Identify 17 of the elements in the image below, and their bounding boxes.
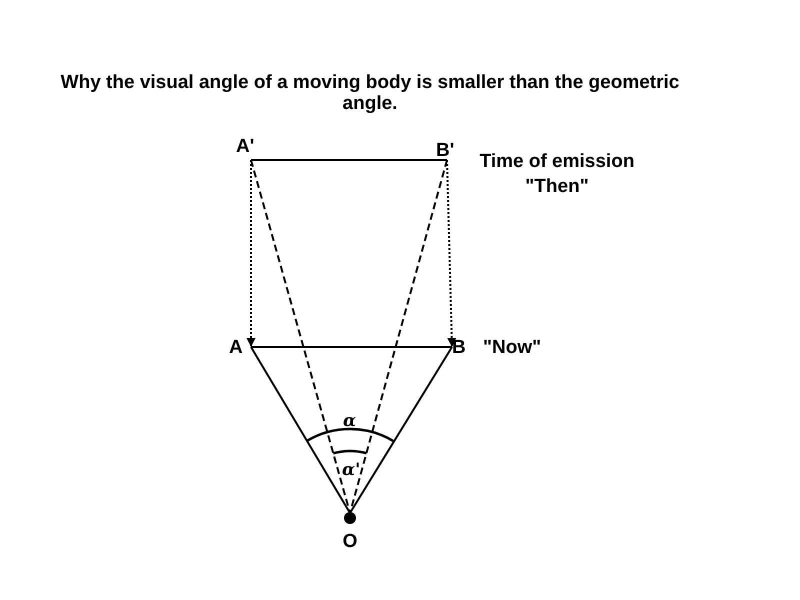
- motion-arrow: [246, 160, 256, 347]
- annotation: "Now": [483, 336, 542, 360]
- point-label: A: [229, 338, 251, 358]
- annotation: Time of emission "Then": [478, 150, 636, 199]
- angle-label: α: [343, 411, 356, 431]
- line-segment: [250, 346, 351, 514]
- diagram-title: Why the visual angle of a moving body is smaller than the geometric angle.: [60, 72, 680, 114]
- line-segment: [251, 346, 452, 348]
- sight-line: [349, 160, 448, 514]
- motion-arrow: [446, 160, 456, 348]
- point-label: A': [236, 137, 260, 161]
- point-label: B: [452, 338, 474, 358]
- line-segment: [251, 159, 447, 161]
- point-label: O: [342, 532, 358, 552]
- point-label: B': [436, 141, 458, 161]
- line-segment: [349, 346, 453, 514]
- angle-label: α': [342, 460, 360, 480]
